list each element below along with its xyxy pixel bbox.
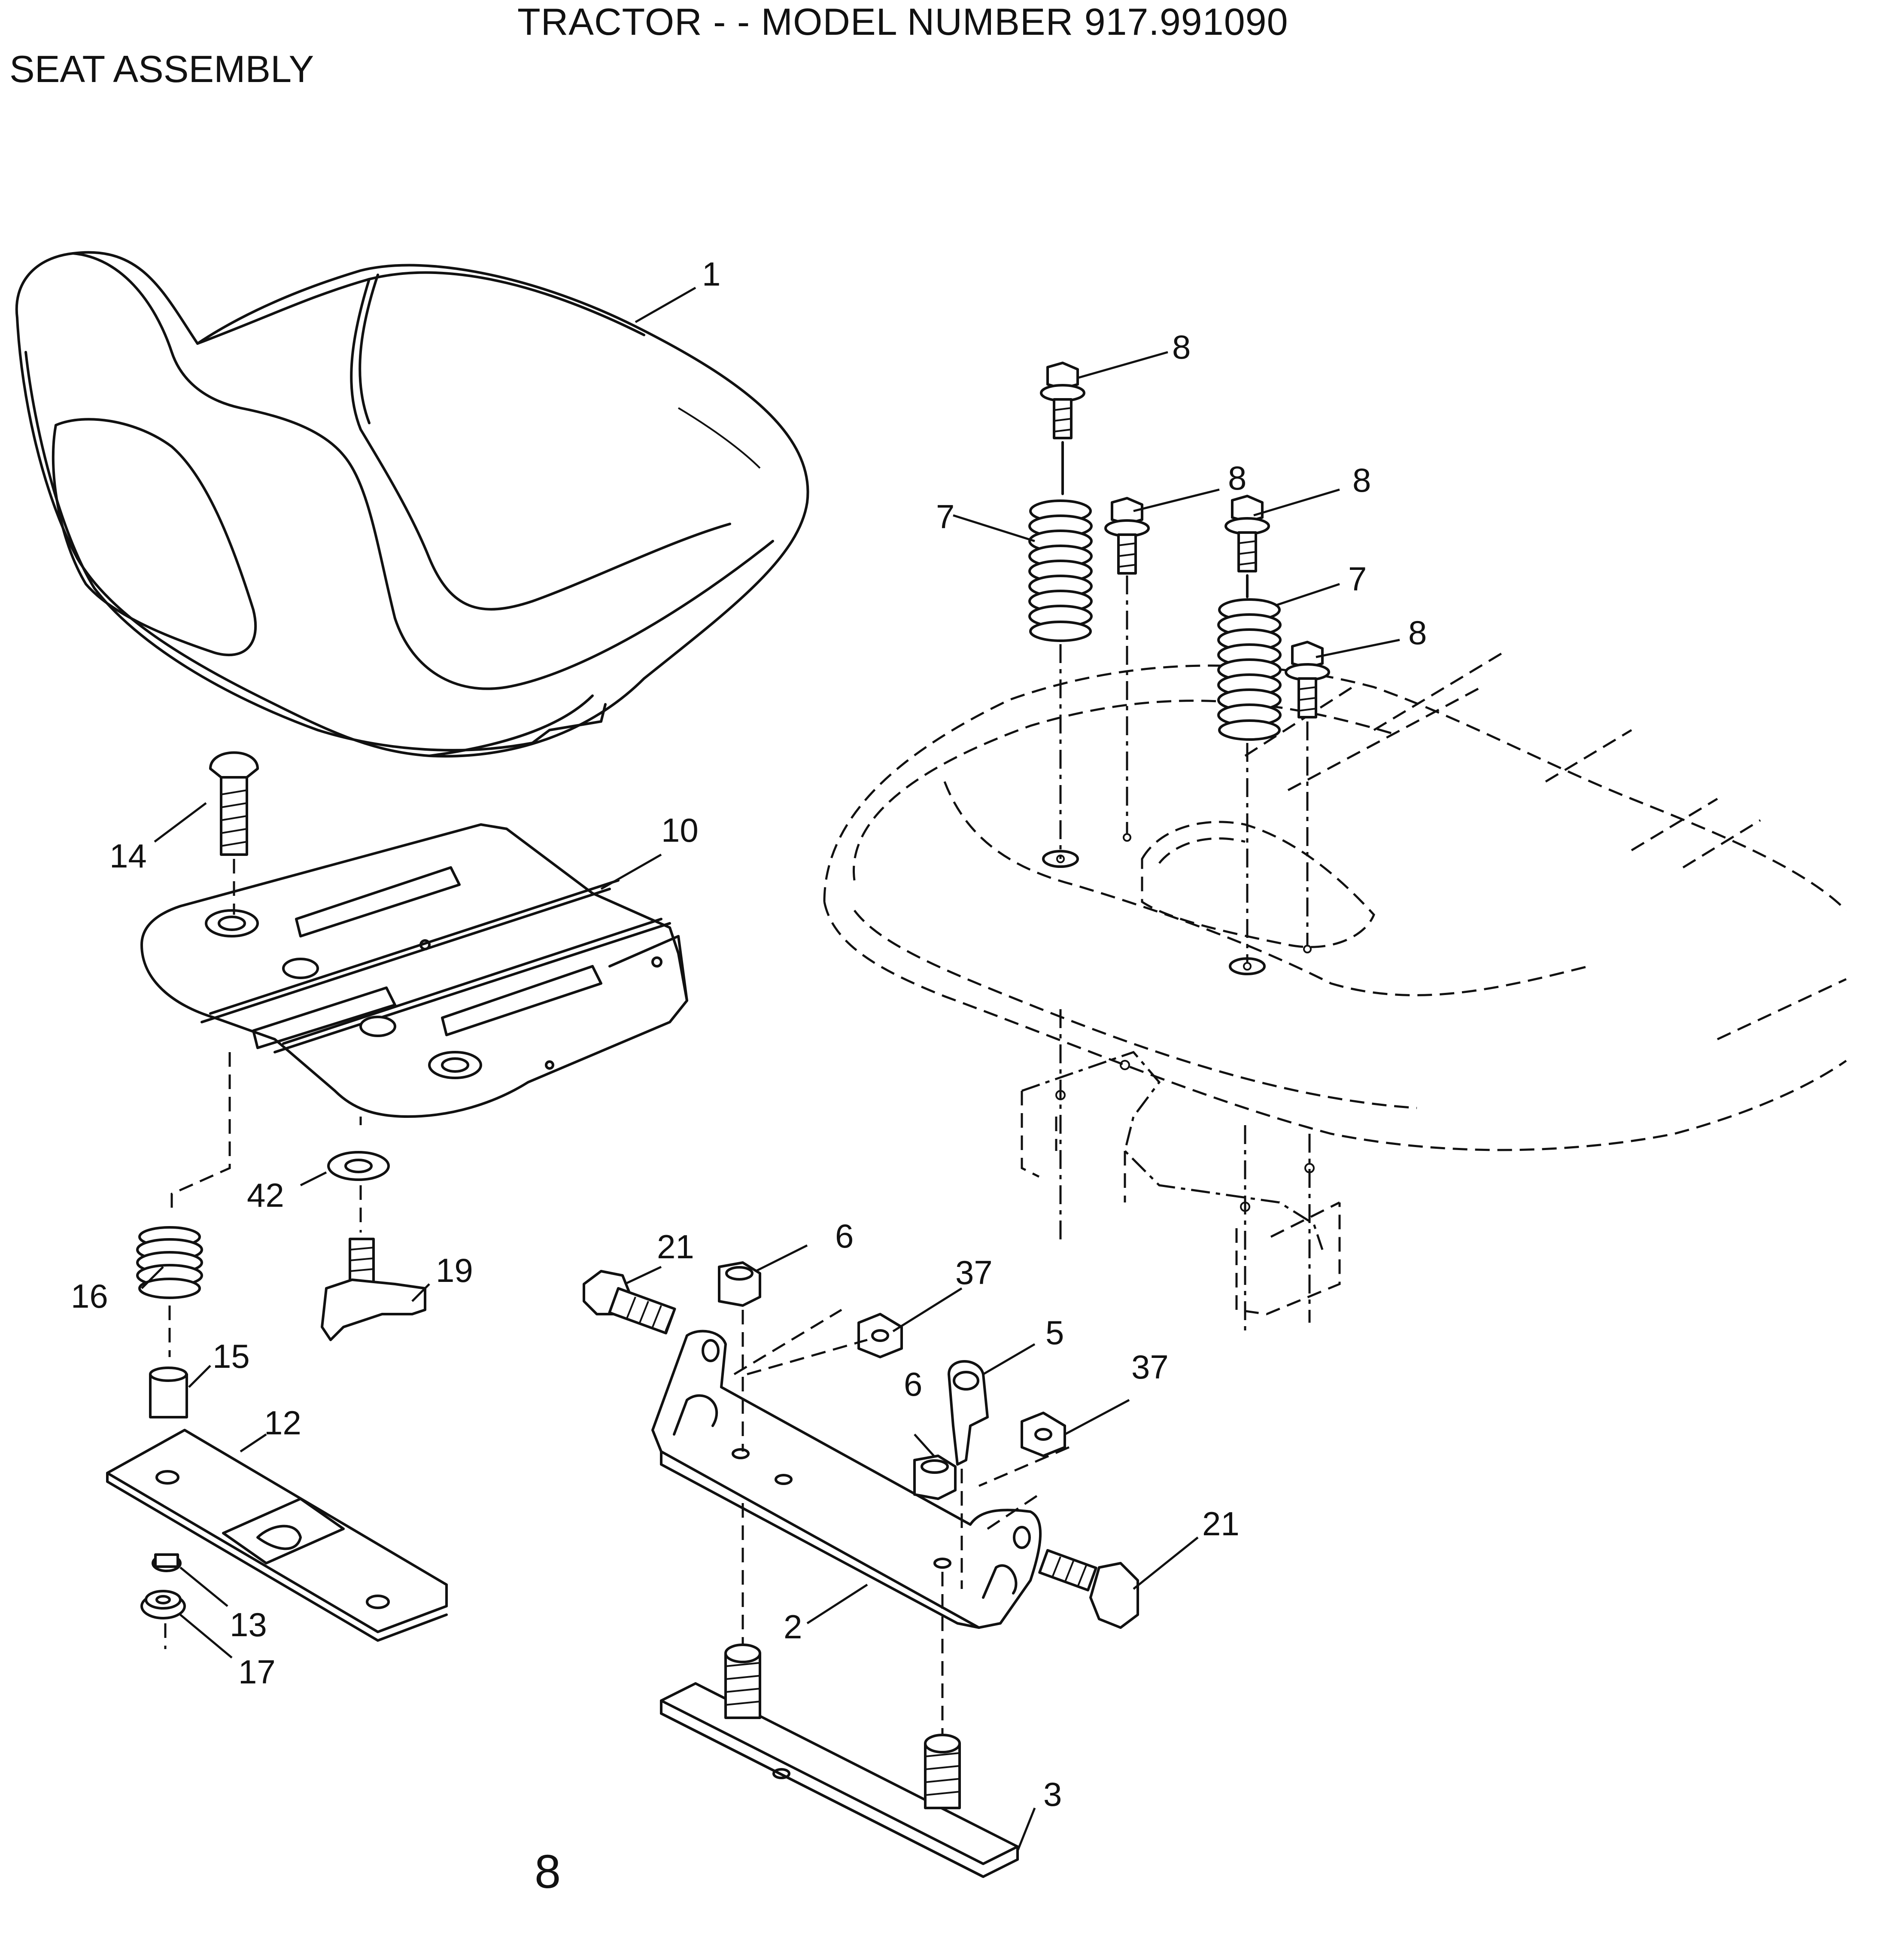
- callout-17: 17: [238, 1653, 276, 1691]
- callout-1: 1: [702, 255, 720, 293]
- nut-part-13: [152, 1553, 182, 1572]
- callout-5: 5: [1045, 1314, 1064, 1351]
- spring-part-7-left: [1028, 499, 1093, 642]
- callout-16: 16: [71, 1277, 108, 1315]
- fender-support-brackets: [1021, 1009, 1341, 1331]
- callout-19: 19: [436, 1251, 473, 1289]
- flange-nut-part-17: [140, 1590, 186, 1619]
- callout-3: 3: [1043, 1775, 1062, 1813]
- callout-42: 42: [247, 1176, 284, 1214]
- carriage-bolt-part: [209, 751, 259, 915]
- bolt-part-21-right: [1038, 1549, 1139, 1629]
- page-number: 8: [535, 1845, 561, 1898]
- bolt-part-8-c: [1224, 495, 1270, 572]
- hex-nut-part-37-a: [857, 1313, 903, 1358]
- hex-nut-part-37-b: [1021, 1412, 1066, 1457]
- left-lower-parts: [106, 1052, 448, 1649]
- callout-6-b: 6: [904, 1365, 922, 1403]
- callout-8-a: 8: [1172, 328, 1191, 366]
- bolt-part-21-left: [583, 1270, 676, 1335]
- bolt-part-8-d: [1285, 641, 1330, 718]
- slide-plate-part-12: [106, 1429, 448, 1642]
- callout-13: 13: [230, 1606, 267, 1643]
- callout-15: 15: [213, 1337, 250, 1375]
- callout-7-a: 7: [936, 498, 954, 536]
- callout-12: 12: [264, 1404, 301, 1442]
- document-title: TRACTOR - - MODEL NUMBER 917.991090: [517, 0, 1288, 43]
- callout-21-a: 21: [657, 1228, 694, 1266]
- seat-part: [15, 251, 809, 758]
- lock-nut-part-6-a: [718, 1261, 761, 1307]
- knob-part-19: [321, 1238, 426, 1341]
- section-title: SEAT ASSEMBLY: [9, 48, 314, 90]
- fender-outline: [823, 651, 1847, 1151]
- spacer-part-15: [149, 1367, 188, 1418]
- mounting-bracket-part-2: [651, 1330, 1042, 1629]
- callout-7-b: 7: [1348, 560, 1367, 598]
- spring-part-7-right: [1217, 598, 1282, 741]
- callout-8-d: 8: [1408, 614, 1427, 651]
- callout-8-b: 8: [1228, 459, 1246, 497]
- callout-21-b: 21: [1202, 1505, 1240, 1543]
- callout-37-a: 37: [955, 1254, 993, 1291]
- bolt-part-8-b: [1104, 497, 1150, 575]
- callout-37-b: 37: [1131, 1348, 1169, 1386]
- base-plate-part-3: [660, 1643, 1019, 1878]
- callout-2: 2: [784, 1608, 802, 1646]
- callout-6-a: 6: [835, 1217, 854, 1255]
- washer-part-42: [327, 1117, 390, 1233]
- seat-pan-part: [140, 823, 688, 1118]
- callout-8-c: 8: [1352, 461, 1371, 499]
- callout-14: 14: [109, 837, 147, 875]
- lock-nut-part-6-b: [913, 1455, 957, 1500]
- bolt-part-8-a: [1040, 362, 1085, 439]
- switch-clip-part-5: [948, 1360, 989, 1466]
- callout-10: 10: [661, 811, 699, 849]
- spring-part-16: [136, 1226, 203, 1299]
